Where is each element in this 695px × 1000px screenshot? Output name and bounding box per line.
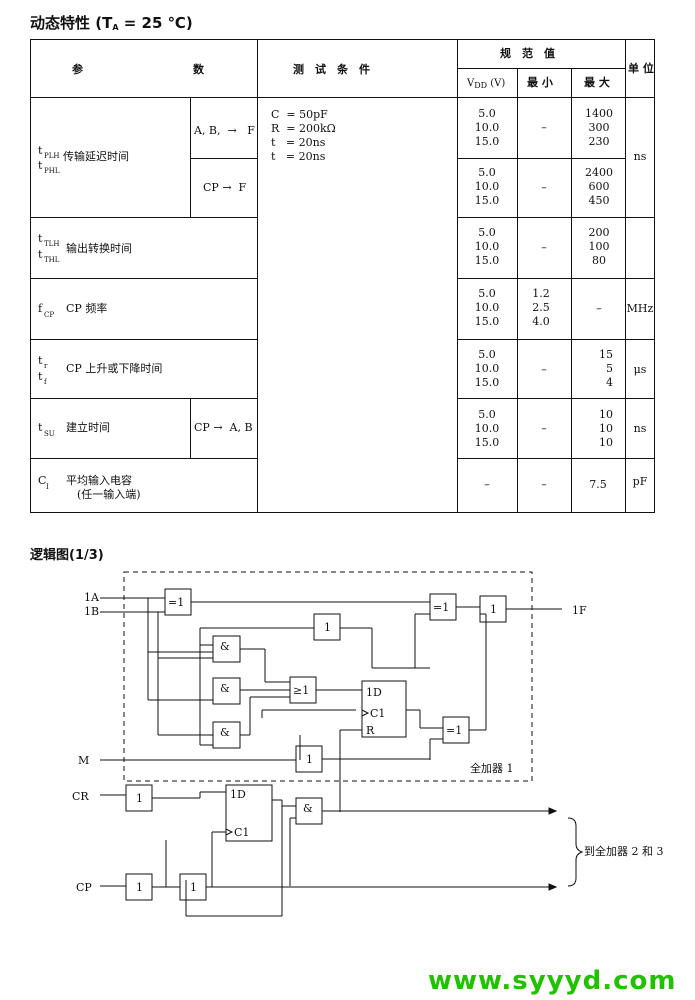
- tp-min-1: –: [541, 121, 547, 134]
- not-3-label: 1: [306, 753, 313, 766]
- tt-symbol: t t: [38, 232, 43, 261]
- not-6-label: 1: [190, 881, 197, 894]
- tp-symbol-sub2: PHL: [44, 167, 60, 175]
- fcp-symbol-sub: CP: [44, 311, 55, 319]
- ff1-d-label: 1D: [366, 686, 382, 699]
- header-min: 最 小: [527, 76, 553, 89]
- header-param-a: 参: [72, 63, 83, 76]
- tr-max: 15 5 4: [599, 348, 613, 389]
- tsu-symbol-sub: SU: [44, 430, 55, 438]
- and-1-label: &: [220, 640, 230, 653]
- tp-symbol-sub: PLH: [44, 152, 60, 160]
- tsu-max: 10 10 10: [599, 408, 613, 449]
- d-flip-flop-1: [361, 680, 407, 738]
- ci-symbol: C: [38, 474, 47, 487]
- tp-symbol: t t: [38, 144, 43, 172]
- not-1-label: 1: [324, 621, 331, 634]
- tt-max: 200 100 80: [588, 226, 610, 267]
- ci-symbol-sub: I: [46, 483, 49, 491]
- header-vdd: VDD (V): [467, 78, 506, 90]
- to-adders-label: 到全加器 2 和 3: [584, 844, 664, 858]
- tsu-unit: ns: [633, 422, 647, 435]
- or-label: ≥1: [293, 684, 309, 697]
- tp-path-cp: CP → F: [203, 181, 247, 194]
- d-flip-flop-2: [225, 784, 273, 842]
- and-2-label: &: [220, 682, 230, 695]
- full-adder-label: 全加器 1: [470, 761, 514, 775]
- fcp-symbol: f: [38, 302, 43, 315]
- ff1-c-label: C1: [370, 707, 385, 720]
- tsu-min: –: [541, 422, 547, 435]
- ff2-d-label: 1D: [230, 788, 246, 801]
- ci-unit: pF: [632, 475, 648, 488]
- xor-3-label: =1: [446, 724, 462, 737]
- inverter-carry: [313, 613, 341, 641]
- header-param-b: 数: [193, 63, 204, 76]
- and-3-label: &: [220, 726, 230, 739]
- watermark: www.syyyd.com: [428, 966, 677, 996]
- header-unit: 单 位: [628, 62, 654, 75]
- not-4-label: 1: [136, 792, 143, 805]
- tr-symbol: t t: [38, 354, 43, 383]
- tp-max-2: 2400 600 450: [585, 166, 613, 207]
- fcp-max: –: [596, 302, 602, 315]
- header-test-conditions: 测 试 条 件: [293, 63, 370, 76]
- spec-table: [30, 39, 655, 513]
- test-conditions: C = 50pF R = 200kΩ t = 20ns t = 20ns: [271, 108, 336, 163]
- fcp-vdd: 5.0 10.0 15.0: [474, 287, 500, 328]
- tp-vdd-1: 5.0 10.0 15.0: [474, 107, 500, 148]
- ci-name: 平均输入电容 (任一输入端): [66, 474, 141, 501]
- xor-1-label: =1: [168, 596, 184, 609]
- ci-vdd: –: [484, 478, 490, 491]
- tp-max-1: 1400 300 230: [585, 107, 613, 148]
- tp-path-ab: A, B, → F: [194, 124, 255, 137]
- section-title-logic: 逻辑图(1/3): [30, 548, 104, 563]
- label-1f: 1F: [572, 604, 587, 617]
- tt-symbol-sub: TLH: [44, 240, 60, 248]
- full-adder-1-box: [123, 571, 533, 782]
- brace: [567, 817, 584, 887]
- label-1a: 1A: [84, 591, 100, 604]
- xor-2-label: =1: [433, 601, 449, 614]
- tp-vdd-2: 5.0 10.0 15.0: [474, 166, 500, 207]
- label-m: M: [78, 754, 89, 767]
- not-5-label: 1: [136, 881, 143, 894]
- tt-symbol-sub2: THL: [44, 256, 60, 264]
- header-spec-values: 规 范 值: [500, 47, 555, 60]
- label-cp: CP: [76, 881, 92, 894]
- tp-min-2: –: [541, 181, 547, 194]
- ff1-r-label: R: [366, 724, 375, 737]
- tt-name: 输出转换时间: [66, 242, 132, 255]
- tr-unit: μs: [633, 363, 647, 376]
- tt-min: –: [541, 241, 547, 254]
- ff2-c-label: C1: [234, 826, 249, 839]
- tr-min: –: [541, 363, 547, 376]
- not-2-label: 1: [490, 603, 497, 616]
- ci-max: 7.5: [589, 478, 607, 491]
- tr-vdd: 5.0 10.0 15.0: [474, 348, 500, 389]
- fcp-name: CP 频率: [66, 302, 108, 315]
- tsu-name: 建立时间: [66, 421, 110, 434]
- tsu-symbol: t: [38, 421, 43, 434]
- and-gate-2: [212, 677, 241, 705]
- tp-unit: ns: [633, 150, 647, 163]
- tr-name: CP 上升或下降时间: [66, 362, 163, 375]
- tt-vdd: 5.0 10.0 15.0: [474, 226, 500, 267]
- tr-symbol-sub2: f: [44, 378, 47, 386]
- fcp-min: 1.2 2.5 4.0: [532, 287, 550, 328]
- label-cr: CR: [72, 790, 89, 803]
- ci-min: –: [541, 478, 547, 491]
- and-4-label: &: [303, 802, 313, 815]
- tsu-path: CP → A, B: [194, 421, 253, 434]
- section-title-dynamic: 动态特性 (TA = 25 ℃): [30, 14, 193, 32]
- tsu-vdd: 5.0 10.0 15.0: [474, 408, 500, 449]
- label-1b: 1B: [84, 605, 99, 618]
- logic-diagram: 1A 1B M CR CP 1F =1 =1 =1 & & & & ≥1 1 1…: [72, 571, 664, 917]
- fcp-unit: MHz: [626, 302, 654, 315]
- tp-name: 传输延迟时间: [63, 150, 129, 163]
- tr-symbol-sub: r: [44, 362, 48, 370]
- header-max: 最 大: [584, 76, 610, 89]
